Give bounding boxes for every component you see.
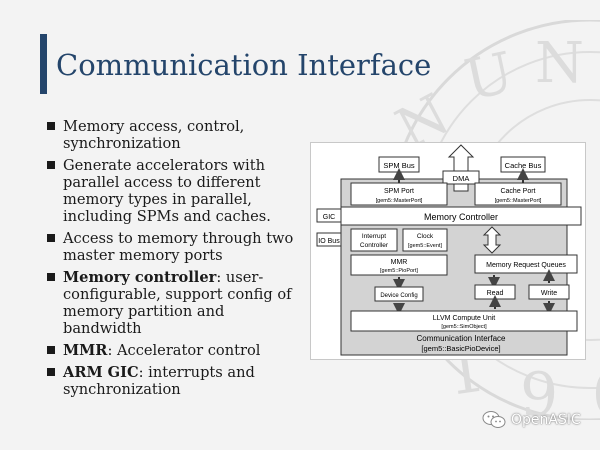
device-config-box [374,286,424,302]
bullet-list: Memory access, control, synchronization … [46,118,300,403]
bullet-item: Generate accelerators with parallel acce… [46,157,300,225]
interrupt-controller-label: Controller [360,242,389,249]
memory-request-queues-box [474,254,578,274]
clock-sub: [gem5::Event] [408,243,442,249]
svg-text:N: N [535,31,584,96]
mmr-label: MMR [391,259,408,266]
memory-request-queues-label: Memory Request Queues [486,262,566,269]
slide-title: Communication Interface [56,48,432,82]
spm-port-sub: [gem5::MasterPort] [376,198,423,204]
write-label: Write [541,290,557,297]
io-bus-box [316,232,342,247]
interrupt-controller-label: Interrupt [362,233,386,240]
spm-port-box [350,182,448,206]
llvm-compute-unit-sub: [gem5::SimObject] [441,324,487,330]
write-box [528,284,570,300]
clock-label: Clock [417,233,434,240]
bullet-item: ARM GIC: interrupts and synchronization [46,364,300,398]
comm-interface-label: Communication Interface [417,334,506,343]
spm-bus-label: SPM Bus [383,161,415,170]
bullet-item: Access to memory through two master memo… [46,230,300,264]
bullet-item: Memory access, control, synchronization [46,118,300,152]
svg-text:9: 9 [520,360,558,420]
mmr-box [350,254,448,276]
cache-port-box [474,182,562,206]
bullet-item: Memory controller: user-configurable, su… [46,269,300,337]
watermark-text: OpenASIC [511,412,581,428]
io-bus-label: IO Bus [318,238,340,245]
mc-queues-arrow [482,226,502,254]
bullet-item: MMR: Accelerator control [46,342,300,359]
llvm-compute-unit-label: LLVM Compute Unit [433,315,496,322]
memory-controller-label: Memory Controller [424,212,498,222]
svg-text:0: 0 [592,360,600,420]
cache-port-sub: [gem5::MasterPort] [495,198,542,204]
watermark: OpenASIC [482,410,581,430]
gic-label: GIC [323,214,335,221]
architecture-diagram: SPM Bus Cache Bus DMA SPM Port [gem5::Ma… [310,142,586,360]
wechat-icon [482,411,506,428]
read-label: Read [487,290,504,297]
dma-label: DMA [453,174,470,183]
title-accent-bar [40,34,47,94]
clock-box [402,228,448,252]
llvm-compute-unit-box [350,310,578,332]
gic-box [316,208,342,223]
comm-interface-sub: [gem5::BasicPioDevice] [421,344,500,353]
device-config-label: Device Config [380,293,417,299]
interrupt-controller-box [350,228,398,252]
cache-bus-label: Cache Bus [505,161,542,170]
dma-box [442,170,480,185]
mmr-sub: [gem5::PioPort] [380,268,418,274]
cache-port-label: Cache Port [500,188,535,195]
svg-text:U: U [459,40,519,113]
spm-port-label: SPM Port [384,188,414,195]
